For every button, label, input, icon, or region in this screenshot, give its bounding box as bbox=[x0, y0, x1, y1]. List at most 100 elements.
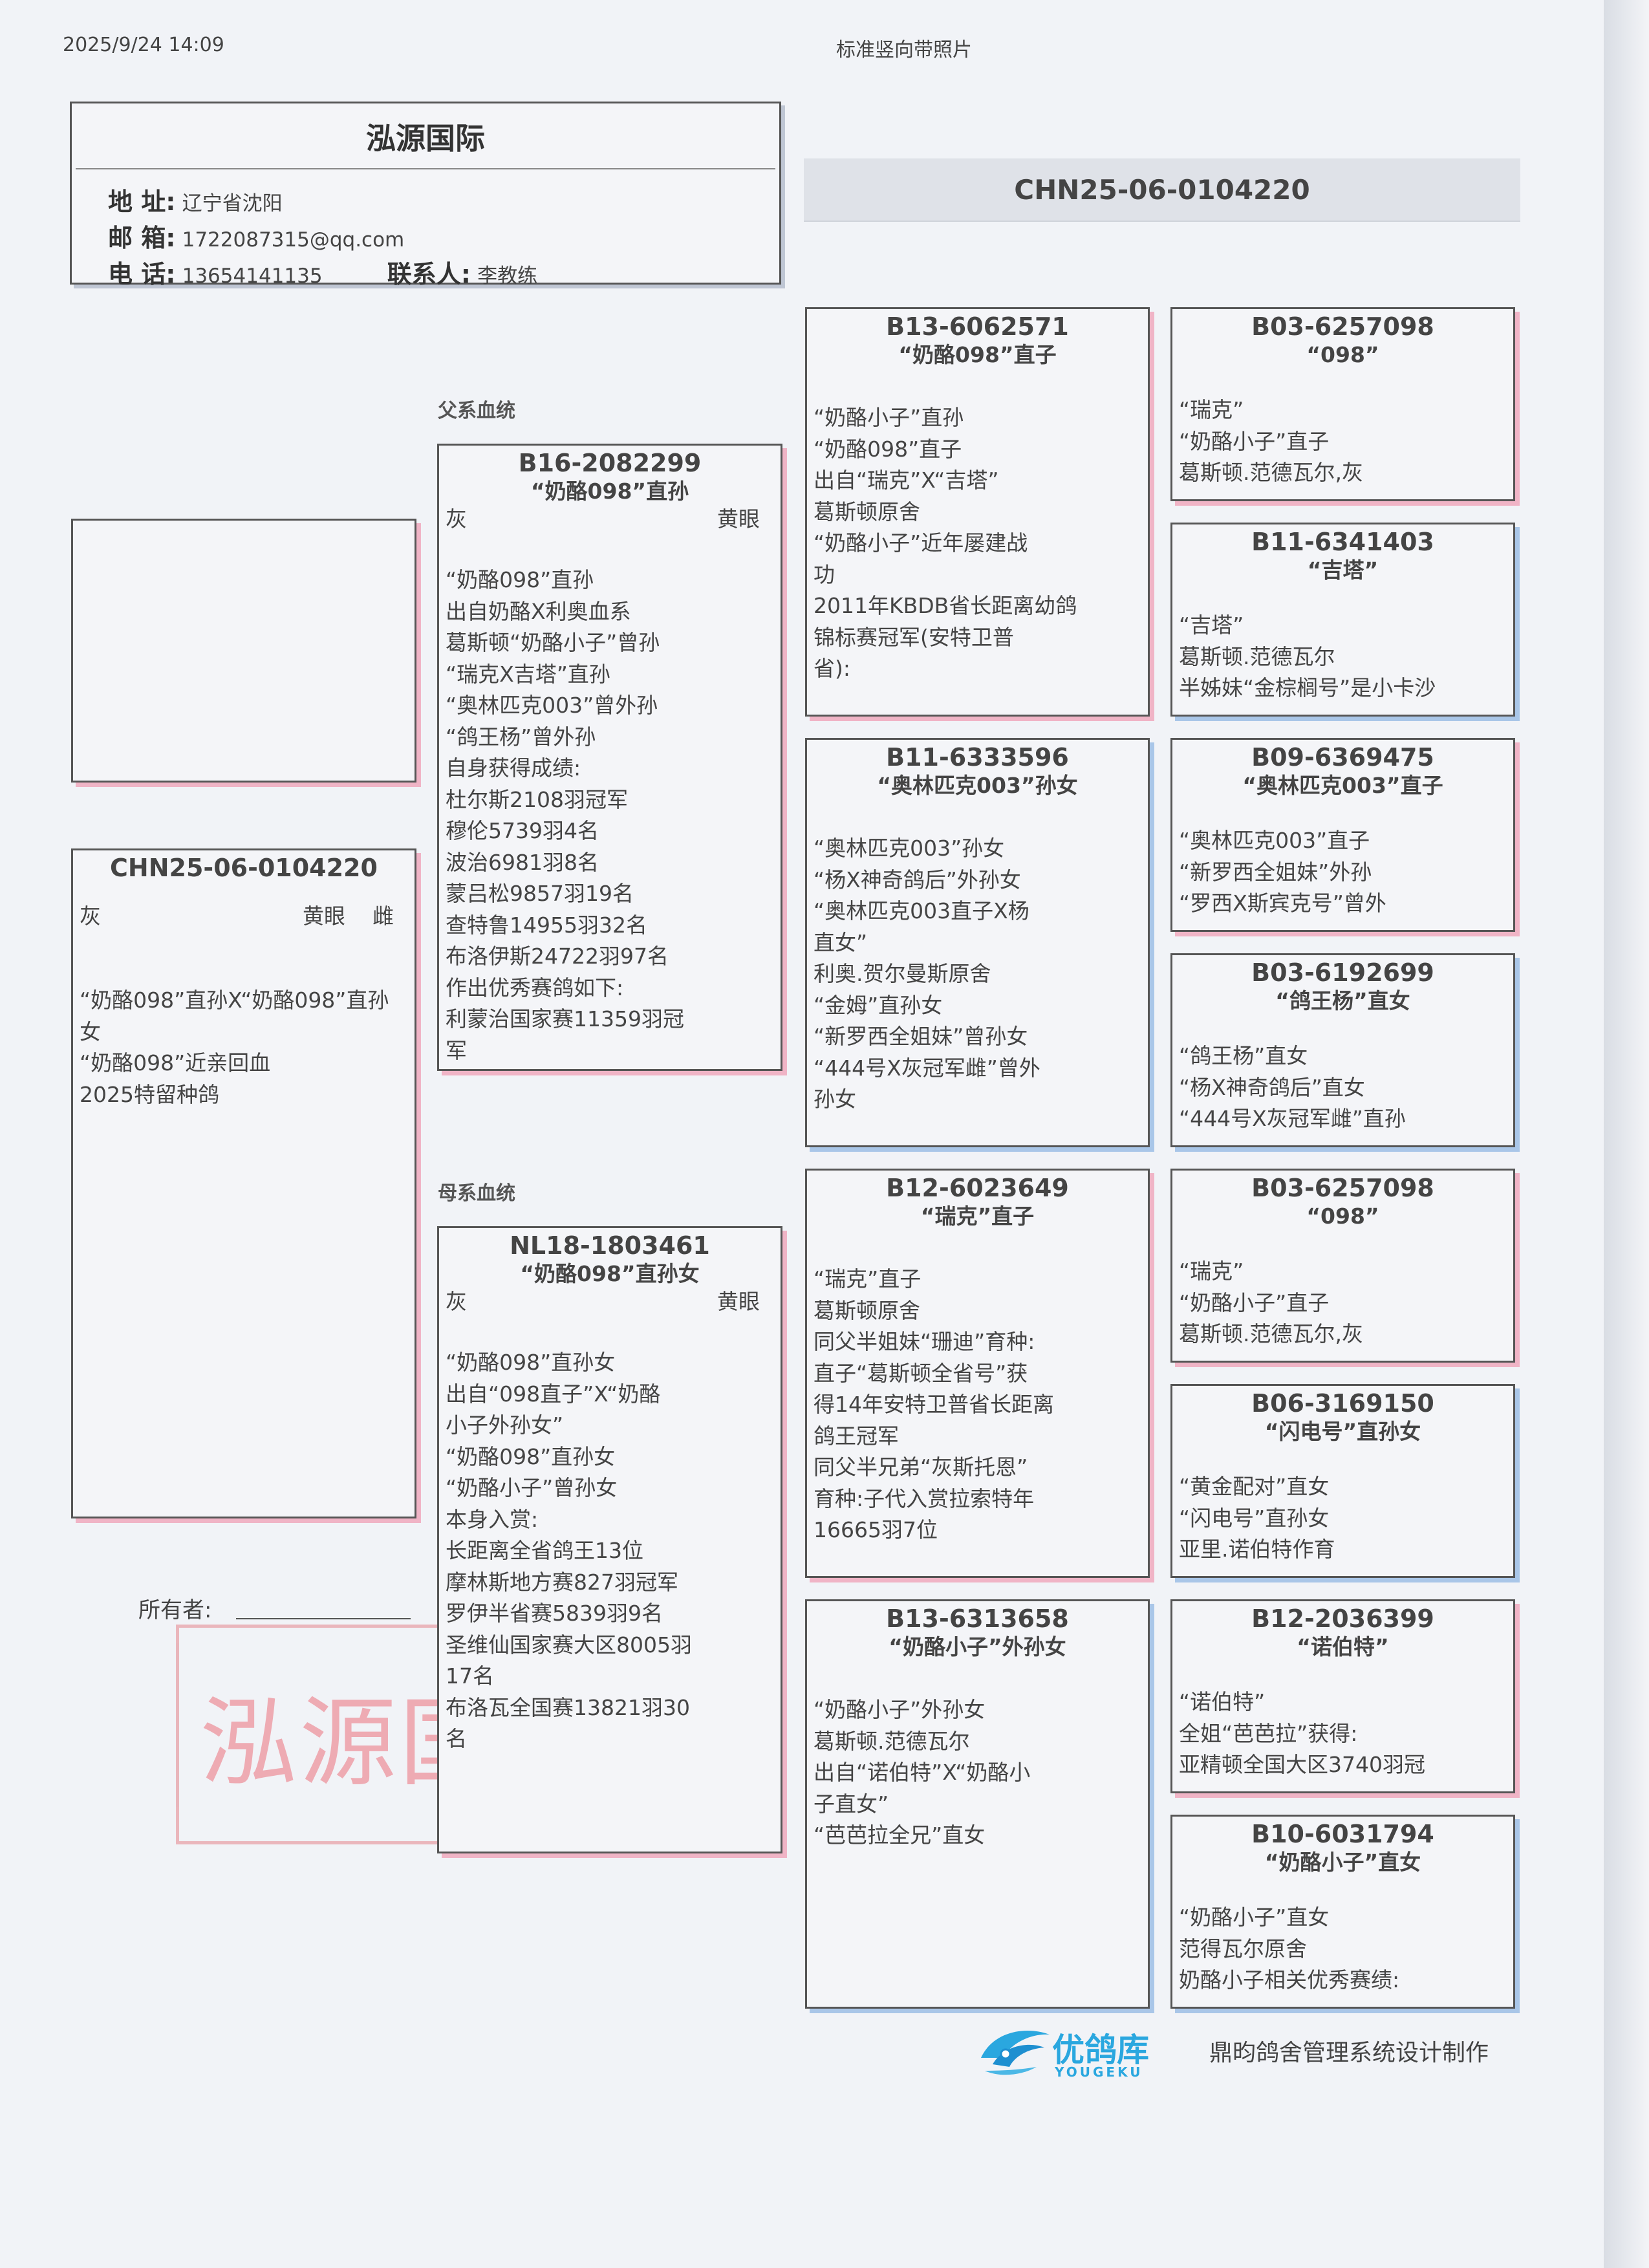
grandparent-card: B12-6023649“瑞克”直子“瑞克”直子葛斯顿原舍同父半姐妹“珊迪”育种:… bbox=[805, 1169, 1150, 1578]
email-label: 邮 箱: bbox=[108, 224, 176, 252]
note-line: 名 bbox=[446, 1726, 467, 1751]
note-line: “奶酪小子”直女 bbox=[1179, 1905, 1330, 1930]
note-line: “瑞克” bbox=[1179, 1258, 1244, 1284]
dam-color: 灰 bbox=[446, 1289, 467, 1314]
great-grandparent-notes: “奥林匹克003”直子“新罗西全姐妹”外孙“罗西X斯宾克号”曾外 bbox=[1172, 825, 1513, 920]
subject-ring: CHN25-06-0104220 bbox=[110, 854, 378, 882]
grandparent-notes: “瑞克”直子葛斯顿原舍同父半姐妹“珊迪”育种:直子“葛斯顿全省号”获得14年安特… bbox=[807, 1264, 1148, 1548]
note-line: 直子“葛斯顿全省号”获 bbox=[814, 1360, 1028, 1386]
note-line: 直女” bbox=[814, 929, 868, 955]
dam-notes: “奶酪098”直孙女出自“098直子”X“奶酪小子外孙女”“奶酪098”直孙女“… bbox=[439, 1347, 781, 1862]
note-line: 出自“098直子”X“奶酪 bbox=[446, 1381, 661, 1407]
ring-banner-text: CHN25-06-0104220 bbox=[1014, 173, 1310, 206]
note-line: “奶酪小子”外孙女 bbox=[814, 1697, 986, 1722]
great-grandparent-notes: “瑞克”“奶酪小子”直子葛斯顿.范德瓦尔,灰 bbox=[1172, 1256, 1513, 1350]
note-line: “奶酪小子”直孙 bbox=[814, 405, 964, 430]
great-grandparent-ring: B06-3169150 bbox=[1251, 1389, 1434, 1418]
great-grandparent-card: B11-6341403“吉塔”“吉塔”葛斯顿.范德瓦尔半姊妹“金棕榈号”是小卡沙 bbox=[1170, 523, 1515, 717]
note-line: “奶酪098”直孙女 bbox=[446, 1350, 616, 1375]
great-grandparent-ring: B11-6341403 bbox=[1251, 528, 1434, 556]
note-line: 出自“瑞克”X“吉塔” bbox=[814, 468, 999, 493]
note-line: “奶酪098”直孙X“奶酪098”直孙 bbox=[80, 988, 389, 1013]
great-grandparent-card: B10-6031794“奶酪小子”直女“奶酪小子”直女范得瓦尔原舍奶酪小子相关优… bbox=[1170, 1815, 1515, 2009]
note-line: 葛斯顿.范德瓦尔,灰 bbox=[1179, 1321, 1363, 1346]
note-line: 蒙吕松9857羽19名 bbox=[446, 881, 634, 906]
ring-banner: CHN25-06-0104220 bbox=[804, 158, 1520, 222]
note-line: 得14年安特卫普省长距离 bbox=[814, 1392, 1054, 1417]
owner-name: 泓源国际 bbox=[366, 121, 485, 156]
note-line: 全姐“芭芭拉”获得: bbox=[1179, 1720, 1358, 1746]
address-value: 辽宁省沈阳 bbox=[182, 192, 283, 215]
note-line: “鸽王杨”直女 bbox=[1179, 1043, 1308, 1068]
owner-signature-label: 所有者: bbox=[138, 1597, 212, 1623]
note-line: 锦标赛冠军(安特卫普 bbox=[814, 624, 1014, 650]
grandparent-card: B11-6333596“奥林匹克003”孙女“奥林匹克003”孙女“杨X神奇鸽后… bbox=[805, 738, 1150, 1147]
note-line: “瑞克X吉塔”直孙 bbox=[446, 661, 610, 687]
sire-line-label: 父系血统 bbox=[438, 400, 515, 422]
grandparent-ring: B13-6313658 bbox=[886, 1604, 1069, 1633]
note-line: 奶酪小子相关优秀赛绩: bbox=[1179, 1967, 1400, 1993]
footer-credit: 鼎昀鸽舍管理系统设计制作 bbox=[1209, 2040, 1489, 2066]
great-grandparent-ring: B03-6257098 bbox=[1251, 312, 1434, 341]
note-line: “新罗西全姐妹”外孙 bbox=[1179, 859, 1372, 885]
great-grandparent-card: B06-3169150“闪电号”直孙女“黄金配对”直女“闪电号”直孙女亚里.诺伯… bbox=[1170, 1384, 1515, 1578]
note-line: “诺伯特” bbox=[1179, 1689, 1266, 1714]
great-grandparent-ring: B12-2036399 bbox=[1251, 1604, 1434, 1633]
note-line: 亚精顿全国大区3740羽冠 bbox=[1179, 1752, 1425, 1777]
note-line: 葛斯顿.范德瓦尔 bbox=[814, 1728, 970, 1754]
yougeku-logo-icon bbox=[981, 2031, 1050, 2075]
note-line: 葛斯顿原舍 bbox=[814, 499, 920, 524]
great-grandparent-card: B03-6257098“098”“瑞克”“奶酪小子”直子葛斯顿.范德瓦尔,灰 bbox=[1170, 307, 1515, 501]
brand-name-en: YOUGEKU bbox=[1055, 2064, 1143, 2080]
great-grandparent-card: B03-6192699“鸽王杨”直女“鸽王杨”直女“杨X神奇鸽后”直女“444号… bbox=[1170, 953, 1515, 1147]
note-line: 孙女 bbox=[814, 1086, 856, 1112]
grandparent-ring: B13-6062571 bbox=[886, 312, 1069, 341]
note-line: 亚里.诺伯特作育 bbox=[1179, 1537, 1335, 1562]
grandparent-notes: “奶酪小子”外孙女葛斯顿.范德瓦尔出自“诺伯特”X“奶酪小子直女”“芭芭拉全兄”… bbox=[807, 1694, 1148, 1979]
great-grandparent-notes: “鸽王杨”直女“杨X神奇鸽后”直女“444号X灰冠军雌”直孙 bbox=[1172, 1041, 1513, 1135]
great-grandparent-ring: B03-6257098 bbox=[1251, 1174, 1434, 1202]
great-grandparent-name: “吉塔” bbox=[1307, 557, 1379, 583]
note-line: 半姊妹“金棕榈号”是小卡沙 bbox=[1179, 675, 1436, 700]
note-line: “奶酪098”近亲回血 bbox=[80, 1050, 271, 1075]
note-line: 葛斯顿.范德瓦尔,灰 bbox=[1179, 460, 1363, 485]
note-line: “奶酪098”直孙 bbox=[446, 567, 594, 592]
great-grandparent-notes: “吉塔”葛斯顿.范德瓦尔半姊妹“金棕榈号”是小卡沙 bbox=[1172, 610, 1513, 704]
note-line: “444号X灰冠军雌”曾外 bbox=[814, 1055, 1040, 1081]
phone-label: 电 话: bbox=[108, 260, 176, 288]
note-line: 同父半兄弟“灰斯托恩” bbox=[814, 1454, 1028, 1480]
grandparent-card: B13-6062571“奶酪098”直子“奶酪小子”直孙“奶酪098”直子出自“… bbox=[805, 307, 1150, 717]
note-line: 长距离全省鸽王13位 bbox=[446, 1538, 643, 1563]
note-line: 波治6981羽8名 bbox=[446, 849, 599, 875]
great-grandparent-name: “奥林匹克003”直子 bbox=[1242, 773, 1443, 798]
subject-sex: 雌 bbox=[372, 903, 394, 929]
note-line: 葛斯顿.范德瓦尔 bbox=[1179, 643, 1335, 669]
note-line: 本身入赏: bbox=[446, 1506, 539, 1532]
note-line: 军 bbox=[446, 1037, 467, 1063]
grandparent-card: B13-6313658“奶酪小子”外孙女“奶酪小子”外孙女葛斯顿.范德瓦尔出自“… bbox=[805, 1599, 1150, 2009]
great-grandparent-card: B03-6257098“098” “瑞克”“奶酪小子”直子葛斯顿.范德瓦尔,灰 bbox=[1170, 1169, 1515, 1363]
note-line: 育种:子代入赏拉索特年 bbox=[814, 1485, 1035, 1511]
note-line: “奶酪小子”曾孙女 bbox=[446, 1475, 618, 1500]
sire-card: B16-2082299 “奶酪098”直孙 灰 黄眼 “奶酪098”直孙出自奶酪… bbox=[437, 444, 782, 1071]
note-line: “奥林匹克003”直子 bbox=[1179, 828, 1370, 853]
sire-eye: 黄眼 bbox=[717, 506, 760, 532]
note-line: 2025特留种鸽 bbox=[80, 1081, 219, 1107]
note-line: “奶酪098”直孙女 bbox=[446, 1443, 616, 1469]
note-line: “芭芭拉全兄”直女 bbox=[814, 1822, 986, 1848]
note-line: “奶酪小子”直子 bbox=[1179, 428, 1330, 454]
great-grandparent-name: “098” bbox=[1306, 1204, 1379, 1229]
note-line: “奥林匹克003直子X杨 bbox=[814, 898, 1029, 923]
address-label: 地 址: bbox=[108, 188, 176, 216]
note-line: “杨X神奇鸽后”直女 bbox=[1179, 1074, 1365, 1100]
note-line: 自身获得成绩: bbox=[446, 755, 581, 781]
note-line: “瑞克”直子 bbox=[814, 1266, 921, 1291]
great-grandparent-ring: B03-6192699 bbox=[1251, 958, 1434, 987]
note-line: 功 bbox=[814, 561, 835, 587]
great-grandparent-name: “闪电号”直孙女 bbox=[1264, 1419, 1421, 1444]
note-line: “黄金配对”直女 bbox=[1179, 1474, 1330, 1499]
grandparent-name: “奶酪098”直子 bbox=[898, 342, 1057, 367]
note-line: 省): bbox=[814, 656, 850, 681]
note-line: 出自“诺伯特”X“奶酪小 bbox=[814, 1760, 1031, 1785]
